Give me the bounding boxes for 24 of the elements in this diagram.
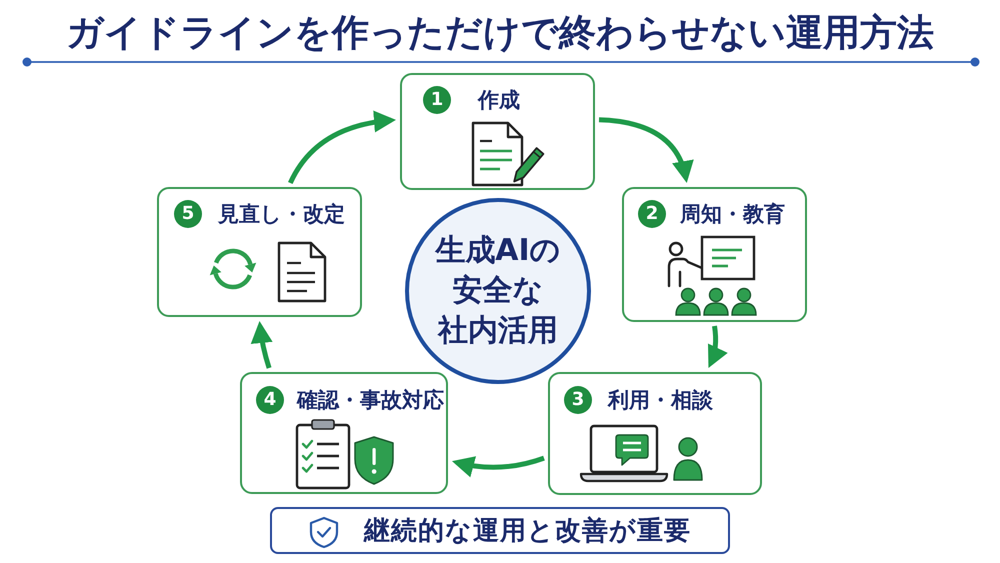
step-title: 確認・事故対応 (297, 387, 444, 414)
step-box (240, 372, 448, 494)
arrow (707, 326, 728, 368)
step-box (548, 372, 762, 495)
step-box (157, 187, 362, 317)
arrow (598, 117, 693, 183)
arrow (452, 456, 545, 478)
center-text: 生成AIの安全な社内活用 (434, 232, 562, 350)
step-box (400, 73, 595, 190)
step-title: 作成 (478, 87, 520, 114)
number-badge: 2 (638, 200, 666, 228)
step-box (622, 187, 807, 322)
arrow (250, 321, 273, 369)
summary-banner (270, 507, 730, 554)
arrow (288, 111, 396, 184)
step-title: 周知・教育 (680, 201, 785, 228)
number-badge: 1 (423, 86, 451, 114)
number-badge: 3 (564, 386, 592, 414)
step-title: 見直し・改定 (218, 201, 345, 228)
number-badge: 4 (256, 386, 284, 414)
step-title: 利用・相談 (608, 387, 713, 414)
title: ガイドラインを作っただけで終わらせない運用方法 (65, 10, 935, 56)
number-badge: 5 (174, 200, 202, 228)
summary-text: 継続的な運用と改善が重要 (364, 515, 691, 548)
